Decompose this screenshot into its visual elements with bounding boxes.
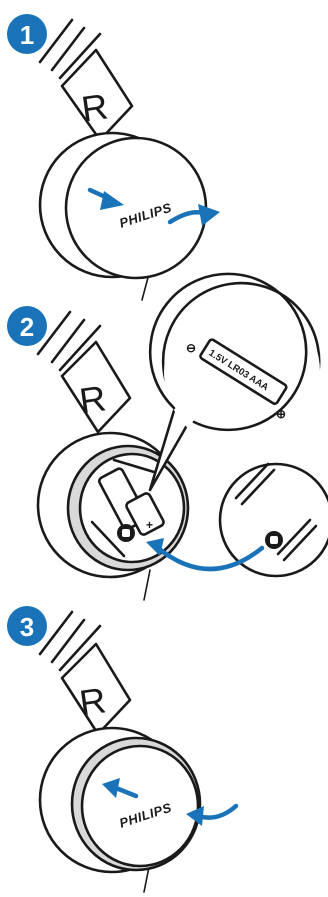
step-1: 1 R PHILIPS (7, 14, 220, 300)
step-2-minus-symbol: ⊖ (186, 341, 196, 355)
step-2-cover-lock-icon (265, 531, 283, 549)
step-2-compartment-plus: + (146, 518, 153, 532)
step-2: 2 R + (7, 274, 328, 600)
step-3-number: 3 (20, 612, 34, 642)
step-2-battery-callout: 1.5V LR03 AAA ⊖ ⊕ (150, 274, 320, 490)
step-2-badge: 2 (7, 306, 47, 346)
step-2-number: 2 (20, 312, 34, 342)
step-1-headband: R (40, 20, 132, 140)
step-2-headband: R (38, 312, 130, 432)
step-3-badge: 3 (7, 606, 47, 646)
step-2-removed-cover (220, 464, 328, 576)
step-2-plus-symbol: ⊕ (276, 407, 286, 421)
step-2-lock-icon (117, 524, 135, 542)
step-3: 3 R PHILIPS (7, 606, 236, 892)
step-3-headband: R (40, 612, 130, 734)
step-1-number: 1 (20, 20, 34, 50)
step-3-earcup: PHILIPS (40, 728, 200, 892)
step-1-badge: 1 (7, 14, 47, 54)
